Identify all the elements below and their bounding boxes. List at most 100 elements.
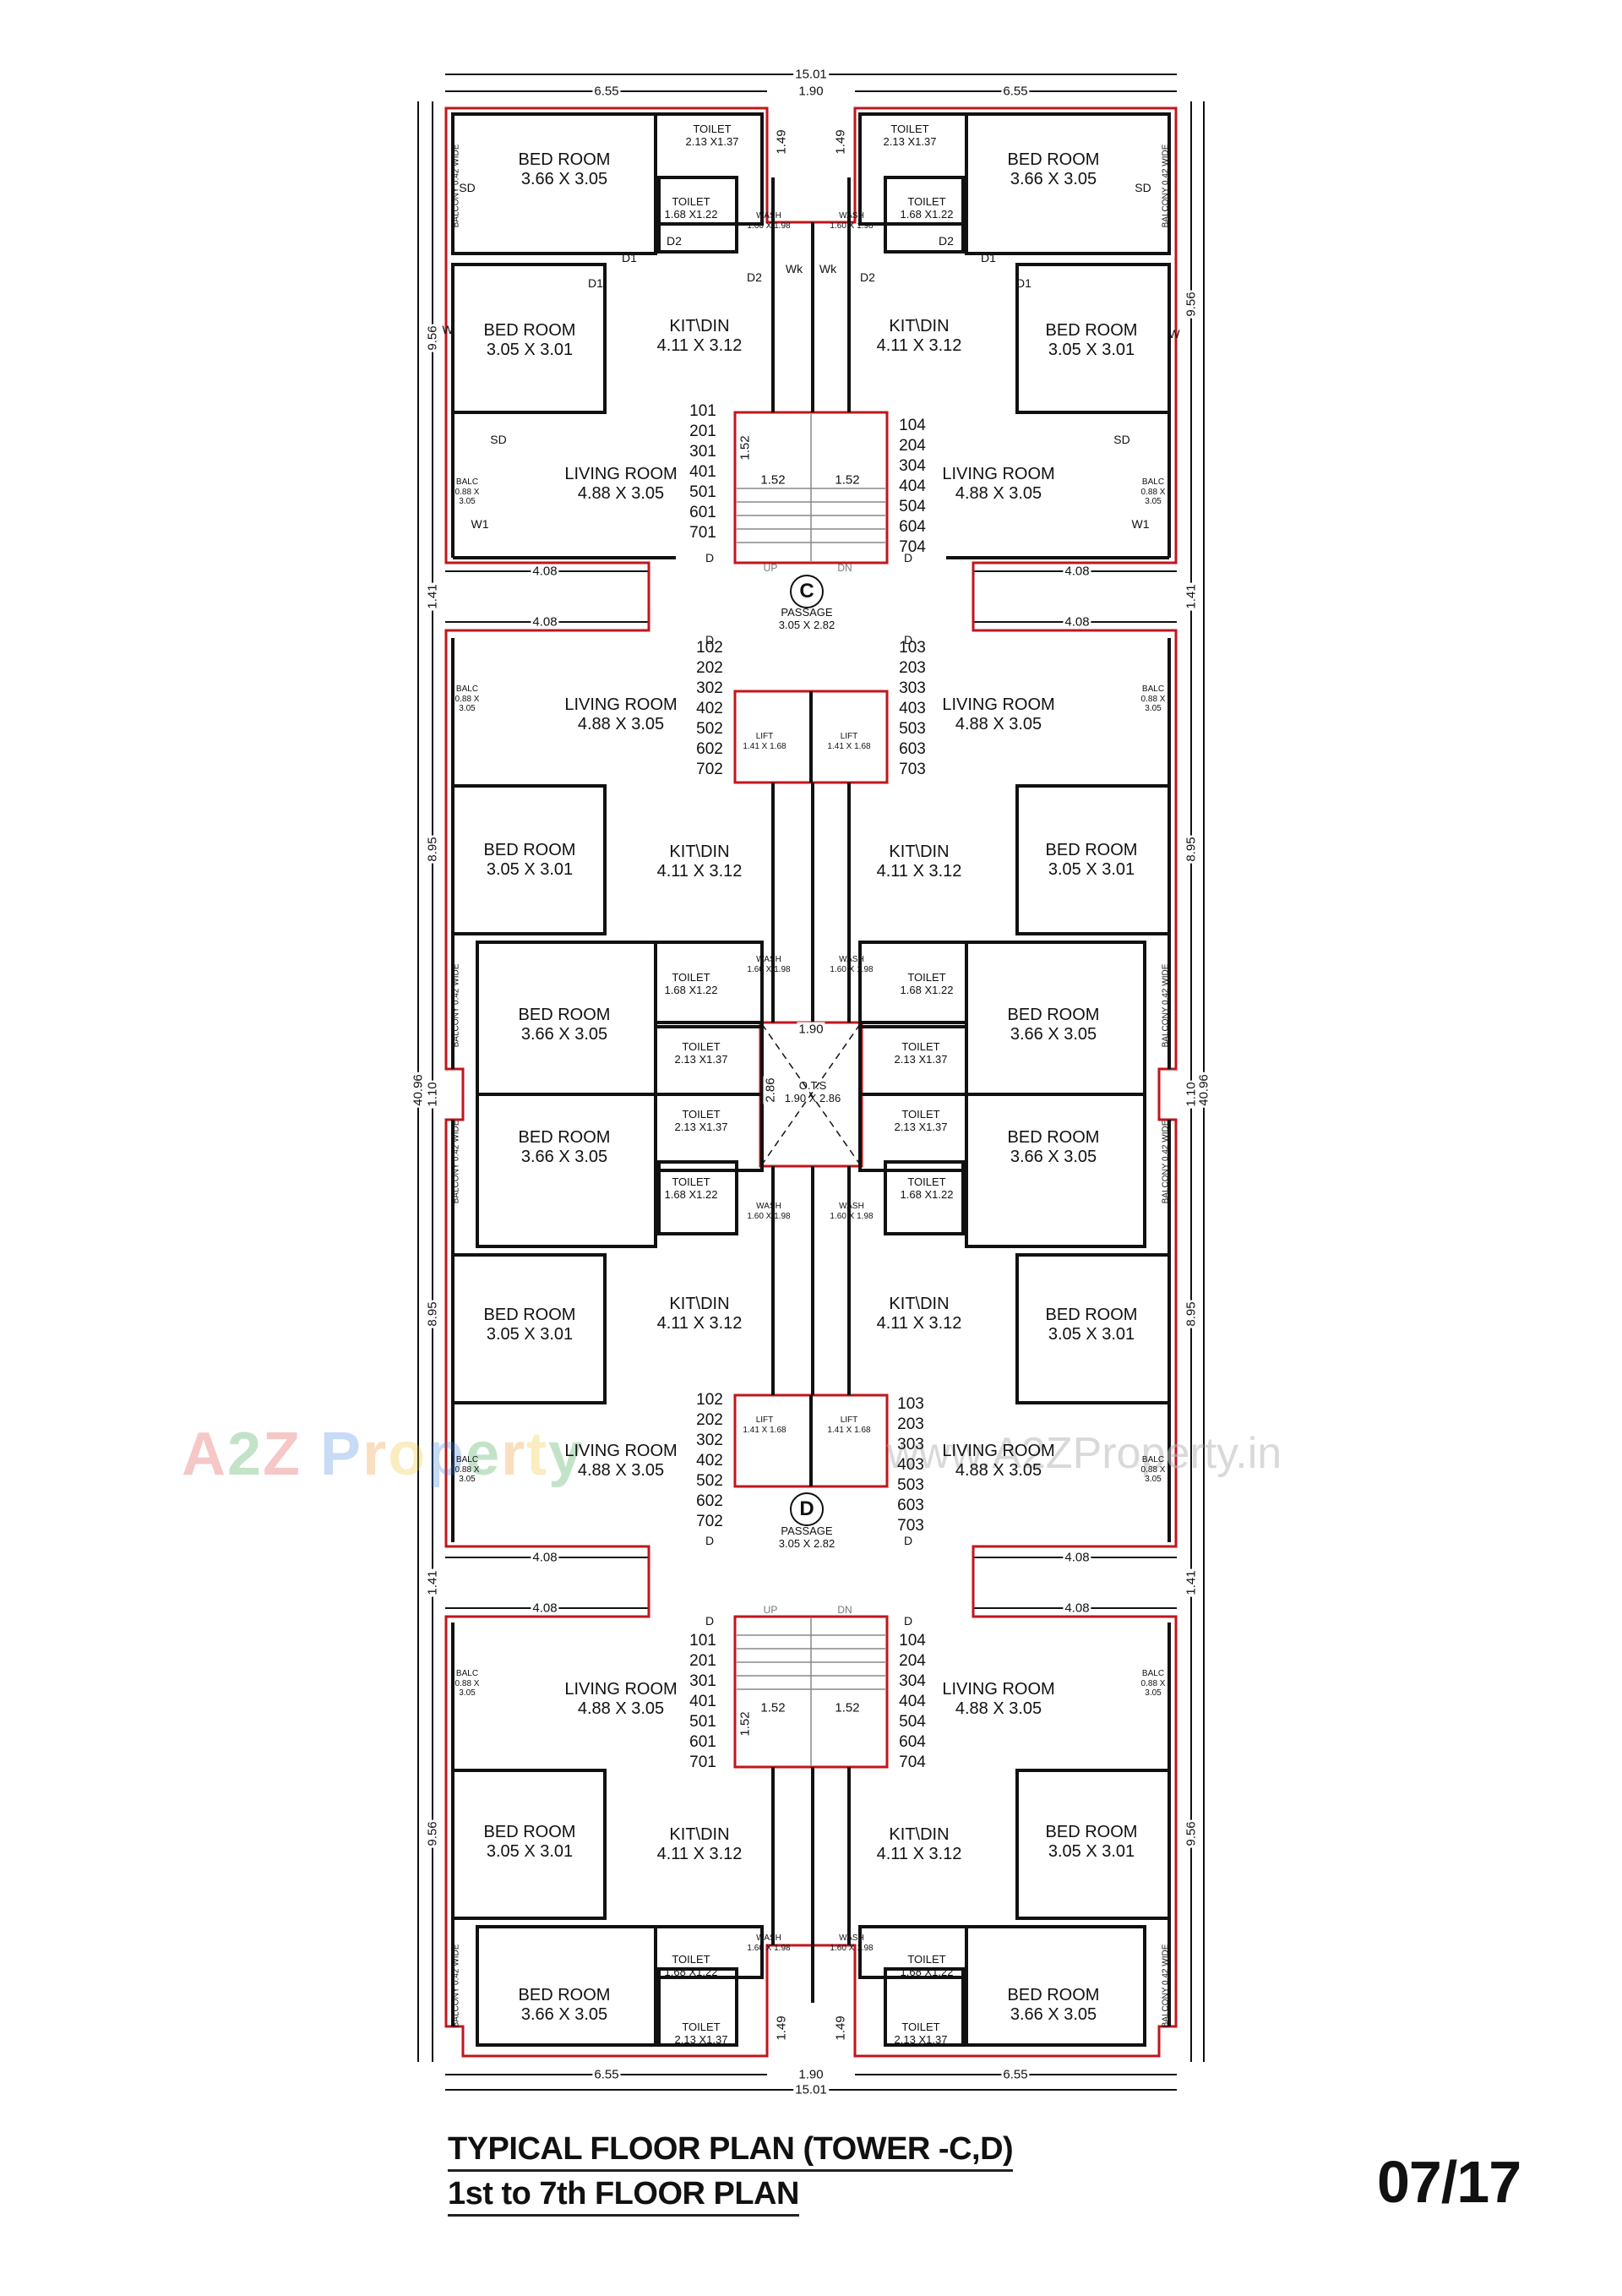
dim-top-block-right: 9.56 bbox=[1184, 290, 1199, 319]
door-tag-d2: D2 bbox=[747, 270, 762, 284]
window-tag-w: W bbox=[1168, 327, 1180, 341]
dim-flat-width-br: 6.55 bbox=[1001, 2067, 1030, 2082]
door-tag-sd: SD bbox=[459, 181, 476, 194]
dim-bottom-block-right: 9.56 bbox=[1184, 1819, 1199, 1848]
window-tag-w1: W1 bbox=[1131, 517, 1150, 531]
room-balcony-mr: BALCONY 0.42 WIDE bbox=[1161, 963, 1171, 1048]
room-balcony-dl: BALCONY 0.42 WIDE bbox=[451, 1120, 461, 1204]
room-balcony-tr: BALCONY 0.42 WIDE bbox=[1161, 144, 1171, 228]
stair-up-label-bottom: UP bbox=[763, 1604, 778, 1616]
door-tag-wk: Wk bbox=[819, 262, 837, 275]
door-tag-d: D bbox=[903, 551, 913, 564]
drawing-title: TYPICAL FLOOR PLAN (TOWER -C,D) bbox=[448, 2131, 1014, 2172]
drawing-subtitle: 1st to 7th FLOOR PLAN bbox=[448, 2176, 799, 2217]
room-balcony-br: BALCONY 0.42 WIDE bbox=[1161, 1944, 1171, 2028]
door-tag-d: D bbox=[903, 1614, 913, 1628]
dim-lower-mid-left: 8.95 bbox=[425, 1300, 440, 1328]
door-tag-d: D bbox=[705, 551, 715, 564]
dim-core-width-top: 1.90 bbox=[797, 84, 825, 99]
dim-upper-mid-right: 8.95 bbox=[1184, 835, 1199, 864]
room-balcony-dr: BALCONY 0.42 WIDE bbox=[1161, 1120, 1171, 1204]
dim-upper-mid-left: 8.95 bbox=[425, 835, 440, 864]
door-tag-wk: Wk bbox=[785, 262, 803, 275]
page-number: 07/17 bbox=[1377, 2149, 1521, 2215]
door-tag-d: D bbox=[903, 1534, 913, 1547]
dim-stair-bottom-left: 1.52 bbox=[759, 1700, 787, 1715]
dim-notch-tr: 1.49 bbox=[833, 128, 848, 156]
window-tag-w1: W1 bbox=[471, 517, 489, 531]
dim-flat-width-tl: 6.55 bbox=[592, 84, 621, 99]
watermark-url: www.A2ZProperty.in bbox=[887, 1429, 1282, 1478]
door-tag-d2: D2 bbox=[860, 270, 875, 284]
dim-passage-c-left: 1.41 bbox=[425, 582, 440, 611]
dim-stair-top-right: 1.52 bbox=[833, 472, 862, 488]
dim-offset-d-tl: 4.08 bbox=[531, 1550, 559, 1565]
dim-stair-bottom-depth: 1.52 bbox=[738, 1710, 753, 1738]
door-tag-sd: SD bbox=[1113, 433, 1130, 446]
dim-stair-top-left: 1.52 bbox=[759, 472, 787, 488]
dim-ots-width: 1.90 bbox=[797, 1022, 825, 1037]
room-balcony-bl: BALCONY 0.42 WIDE bbox=[451, 1944, 461, 2028]
dim-stair-top-depth: 1.52 bbox=[738, 434, 753, 462]
tower-d-marker: D bbox=[790, 1492, 824, 1526]
dim-core-width-bottom: 1.90 bbox=[797, 2067, 825, 2082]
dim-offset-c-tr: 4.08 bbox=[1063, 564, 1091, 579]
dim-ots-gap-right: 1.10 bbox=[1184, 1080, 1199, 1109]
dim-total-width-top: 15.01 bbox=[793, 67, 829, 82]
door-tag-d1: D1 bbox=[981, 251, 996, 265]
dim-offset-c-br: 4.08 bbox=[1063, 614, 1091, 630]
dim-offset-c-tl: 4.08 bbox=[531, 564, 559, 579]
dim-offset-d-tr: 4.08 bbox=[1063, 1550, 1091, 1565]
room-balcony-ml: BALCONY 0.42 WIDE bbox=[451, 963, 461, 1048]
dim-total-width-bottom: 15.01 bbox=[793, 2082, 829, 2097]
dim-offset-d-br: 4.08 bbox=[1063, 1601, 1091, 1616]
